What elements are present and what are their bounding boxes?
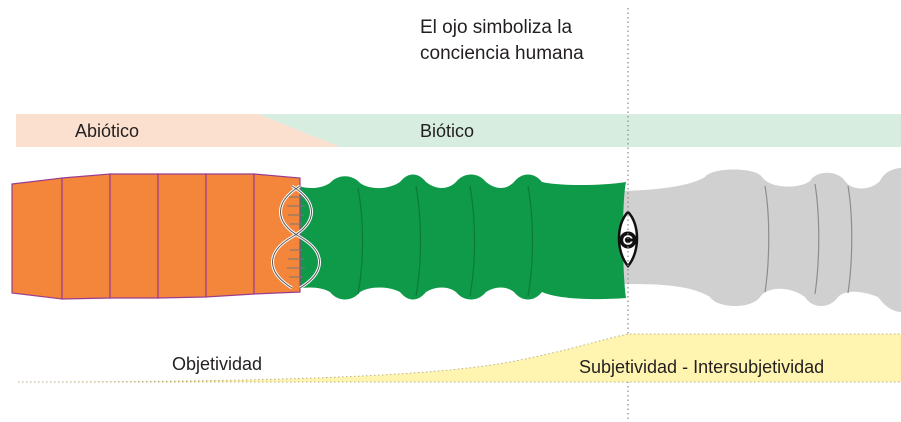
grey-segments: [622, 168, 901, 312]
abiotic-label: Abiótico: [75, 121, 139, 141]
abiotic-block-1: [11, 177, 63, 300]
top-bands: Abiótico Biótico: [16, 114, 901, 147]
grey-segment-seam-1: [764, 185, 770, 293]
biotic-label: Biótico: [420, 121, 474, 141]
biotic-seam-4: [527, 185, 534, 297]
grey-segment-body: [622, 168, 901, 312]
biotic-seam-3: [469, 185, 476, 297]
dna-helix-icon: [271, 184, 321, 290]
biotic-seam-2: [415, 185, 422, 297]
annotation-line-1: El ojo simboliza la: [420, 17, 572, 38]
abiotic-block-5: [205, 173, 255, 298]
subjectivity-label: Subjetividad - Intersubjetividad: [579, 357, 824, 377]
abiotic-blocks: [11, 173, 301, 300]
subjectivity-fill: [18, 334, 901, 382]
abiotic-band: [16, 114, 340, 147]
subjectivity-top-edge: [17, 333, 901, 383]
abiotic-block-4: [157, 173, 207, 299]
biotic-segments: [290, 174, 626, 300]
subjectivity-area: Objetividad Subjetividad - Intersubjetiv…: [17, 333, 901, 383]
annotation-line-2: conciencia humana: [420, 43, 584, 64]
grey-segment-seam-3: [847, 185, 853, 294]
biotic-band: [258, 114, 901, 147]
biotic-seam-1: [357, 187, 364, 295]
objectivity-label: Objetividad: [172, 354, 262, 374]
biotic-segment-body: [290, 174, 626, 300]
abiotic-block-3: [109, 173, 159, 299]
annotation: El ojo simboliza la conciencia humana: [420, 17, 584, 64]
abiotic-block-6: [253, 173, 301, 295]
grey-segment-seam-2: [814, 183, 820, 295]
abiotic-block-2: [61, 173, 111, 300]
